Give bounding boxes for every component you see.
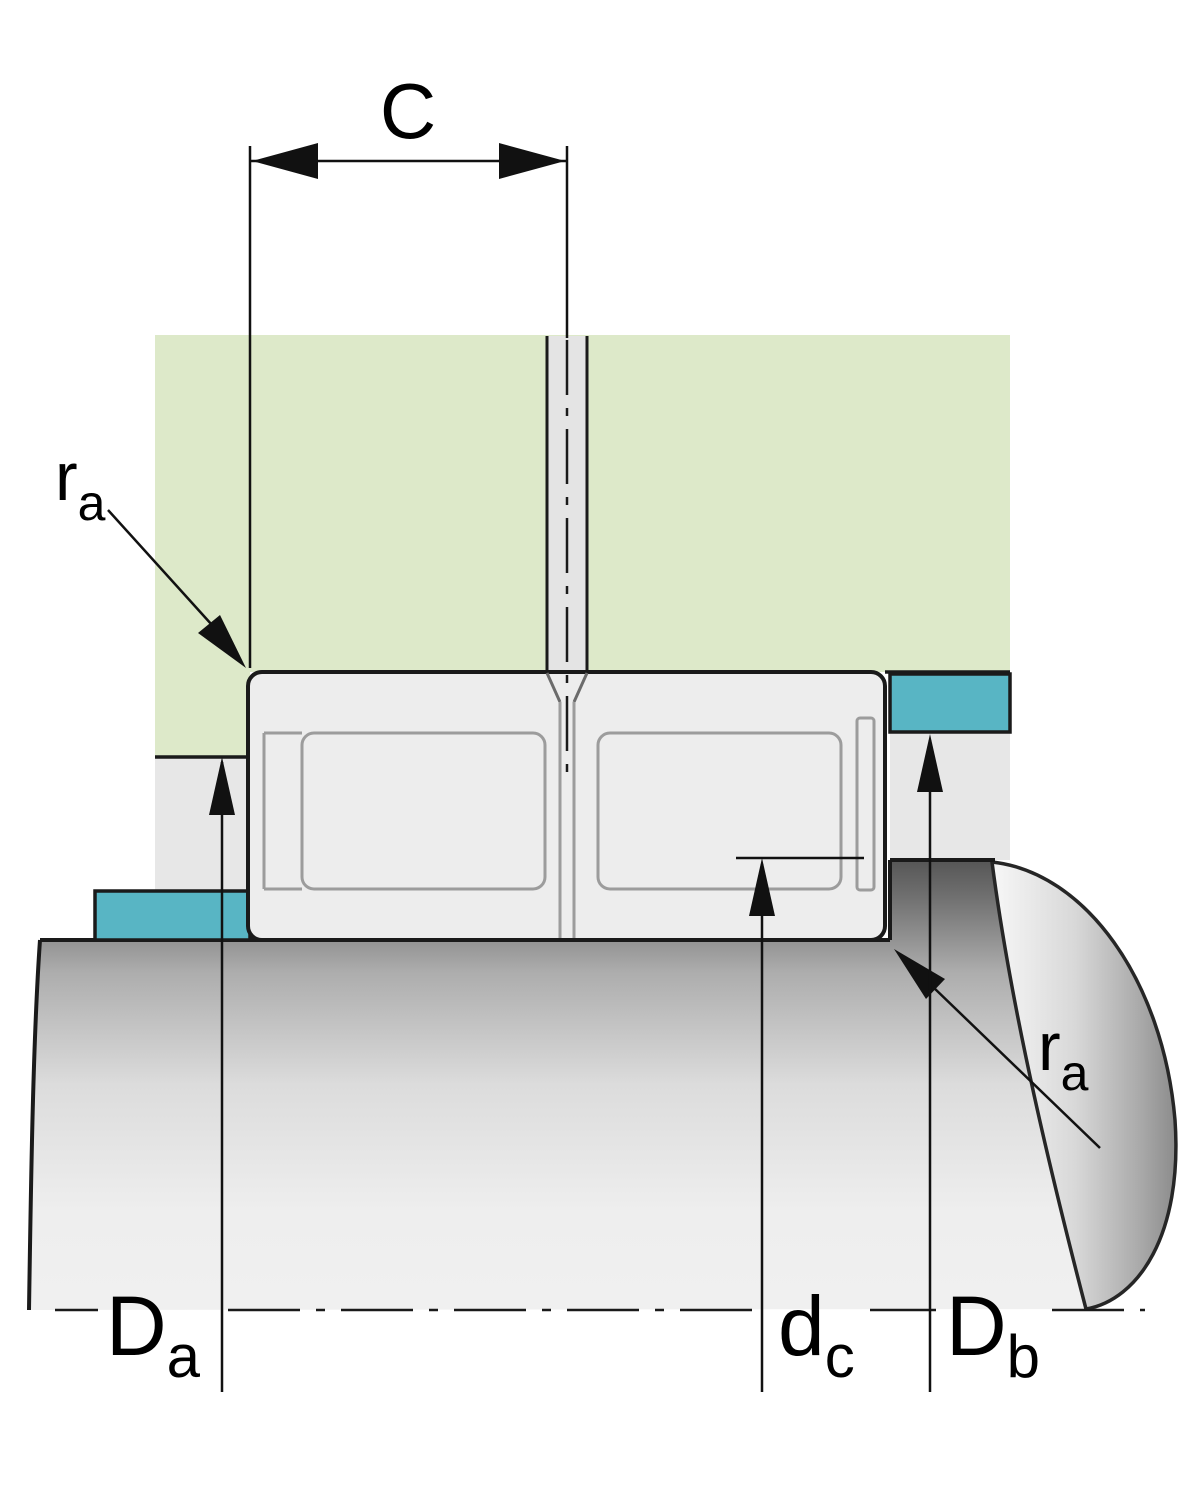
label-ra-bottom: ra	[1038, 1009, 1089, 1101]
shaft-left-edge	[27, 939, 42, 1311]
shaft-end-cap	[989, 860, 1178, 1312]
air-gap-right	[890, 732, 1010, 860]
dimension-c: C	[248, 67, 569, 668]
housing-lines-group	[155, 670, 1010, 759]
label-da-main: D	[106, 1279, 167, 1373]
label-c-main: C	[380, 67, 436, 155]
fillet-callout-bottom: ra	[894, 949, 1101, 1149]
lubrication-groove-walls	[558, 702, 576, 938]
label-ra-top: ra	[55, 439, 106, 531]
bearing-group	[246, 670, 887, 942]
label-dc: dc	[778, 1279, 855, 1390]
dimension-dc: dc	[736, 856, 864, 1392]
shaft-group	[27, 858, 1178, 1312]
roller-row-left	[300, 731, 547, 891]
dimension-da: Da	[106, 757, 235, 1392]
da-arrowhead-icon	[209, 757, 235, 815]
label-ra-top-main: r	[55, 439, 78, 515]
support-ring-right	[888, 672, 1012, 734]
dc-arrowhead-icon	[749, 858, 775, 916]
label-da: Da	[106, 1279, 201, 1390]
bearing-outer-ring	[246, 670, 887, 942]
ra-bottom-leader-line	[931, 985, 1101, 1149]
ring-pocket-wall-left	[262, 731, 302, 891]
fillet-callout-top: ra	[55, 439, 246, 668]
c-arrowhead-left-icon	[252, 143, 318, 179]
shaft-body	[29, 860, 1176, 1310]
label-ra-bottom-main: r	[1038, 1009, 1061, 1085]
support-ring-left	[93, 889, 252, 942]
roller-row-right	[596, 731, 843, 891]
ra-bottom-arrowhead-icon	[894, 949, 945, 999]
support-rings-group	[93, 672, 1012, 942]
centerlines-group	[55, 340, 1145, 1312]
label-dc-sub: c	[825, 1323, 855, 1390]
db-arrowhead-icon	[917, 734, 943, 792]
dimension-db: Db	[917, 734, 1040, 1392]
label-c: C	[380, 67, 436, 155]
label-db-main: D	[946, 1279, 1007, 1373]
lubrication-funnel	[545, 672, 589, 703]
spacer-strip-right	[855, 716, 876, 892]
label-ra-bottom-sub: a	[1061, 1045, 1089, 1101]
label-dc-main: d	[778, 1279, 825, 1373]
label-ra-top-sub: a	[78, 475, 106, 531]
label-db-sub: b	[1007, 1323, 1040, 1390]
ra-top-arrowhead-icon	[198, 615, 246, 668]
ra-top-leader-line	[107, 509, 213, 626]
label-da-sub: a	[167, 1323, 201, 1390]
label-db: Db	[946, 1279, 1040, 1390]
air-gap-left	[155, 757, 250, 891]
c-arrowhead-right-icon	[499, 143, 565, 179]
housing-group	[155, 335, 1010, 891]
